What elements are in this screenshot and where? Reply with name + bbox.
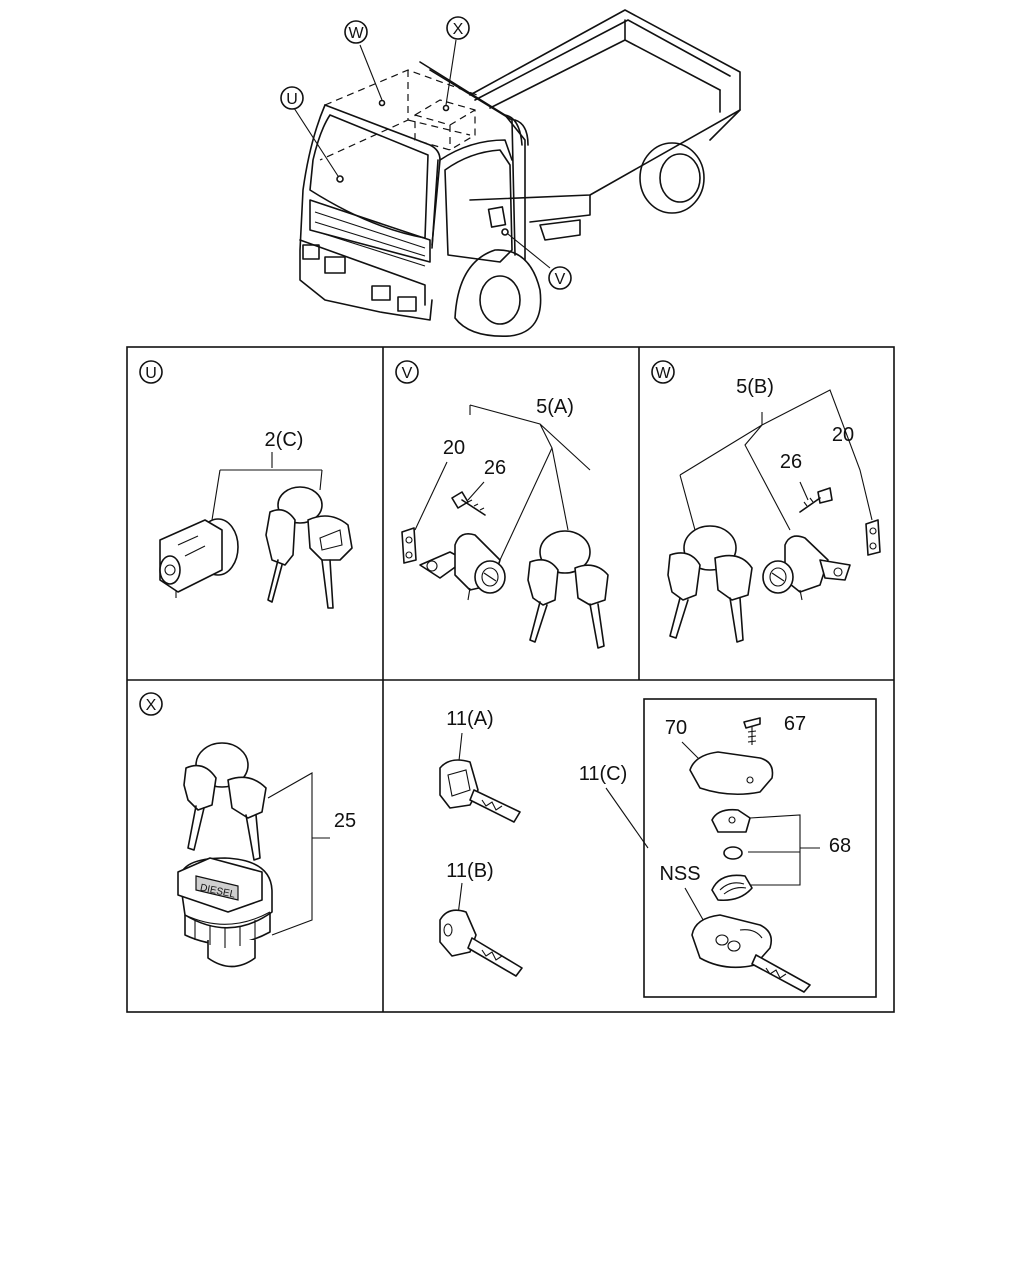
- truck-illustration: [293, 9, 741, 337]
- cover-70: [689, 751, 774, 796]
- panel-w: W 5(B) 26 20: [651, 360, 881, 643]
- battery-68: [723, 846, 743, 860]
- svg-text:W: W: [655, 365, 671, 382]
- panel-v: V 5(A) 20 26: [395, 360, 609, 649]
- label-26-w: 26: [780, 451, 802, 473]
- bracket-20-w: [865, 519, 881, 556]
- svg-text:W: W: [348, 25, 364, 42]
- callout-v: V: [548, 266, 572, 290]
- label-5a: 5(A): [536, 396, 574, 418]
- svg-text:X: X: [146, 697, 157, 714]
- ignition-cylinder: [159, 518, 239, 598]
- label-11a: 11(A): [446, 708, 493, 730]
- remote-key-11c: [691, 914, 811, 993]
- callout-w: W: [344, 20, 368, 44]
- screw-67: [743, 717, 761, 745]
- callout-u: U: [280, 86, 304, 110]
- label-26-v: 26: [484, 457, 506, 479]
- key-11b: [439, 909, 523, 977]
- key-set-w: [667, 525, 753, 643]
- callout-x: X: [446, 16, 470, 40]
- svg-text:V: V: [402, 365, 413, 382]
- door-lock-w: [762, 535, 851, 601]
- label-nss: NSS: [659, 863, 700, 885]
- screw-26-w: [799, 487, 833, 513]
- door-lock-v: [419, 532, 506, 601]
- panel-grid: [126, 346, 895, 1013]
- label-20-v: 20: [443, 437, 465, 459]
- label-70: 70: [665, 717, 687, 739]
- key-set-x: [183, 742, 267, 861]
- label-68: 68: [829, 835, 851, 857]
- label-20-w: 20: [832, 424, 854, 446]
- label-11c: 11(C): [579, 763, 628, 785]
- panel-keys: 11(A) 11(B) 11(C): [439, 708, 649, 977]
- svg-text:U: U: [145, 365, 157, 382]
- part-68-c: [711, 874, 753, 902]
- svg-text:U: U: [286, 91, 298, 108]
- screw-26-v: [451, 491, 486, 516]
- panel-x: X 25 DIESEL: [139, 692, 356, 968]
- panel-u: U 2(C): [139, 360, 353, 609]
- part-68-a: [711, 808, 751, 833]
- label-5b: 5(B): [736, 376, 774, 398]
- key-set-u: [265, 486, 353, 609]
- label-67: 67: [784, 713, 806, 735]
- label-25: 25: [334, 810, 356, 832]
- key-11a: [439, 759, 521, 823]
- bracket-20-v: [401, 527, 417, 564]
- inset-11c: 70 67 68 NSS: [659, 713, 851, 993]
- svg-text:X: X: [453, 21, 464, 38]
- svg-text:V: V: [555, 271, 566, 288]
- label-2c: 2(C): [265, 429, 304, 451]
- fuel-cap: DIESEL: [177, 857, 273, 968]
- key-set-v: [527, 530, 609, 649]
- label-11b: 11(B): [446, 860, 493, 882]
